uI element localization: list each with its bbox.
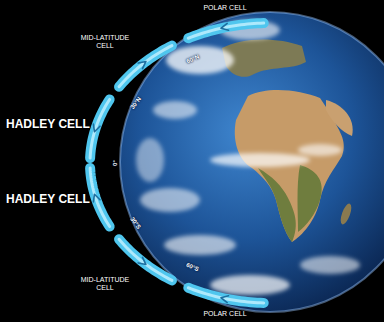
cell-band (119, 239, 172, 280)
cell-name: HADLEY CELL (6, 193, 90, 206)
cell-arc (90, 99, 110, 158)
cell-arc (119, 46, 172, 87)
cell-label: HADLEY CELL (6, 193, 90, 206)
arabia (326, 100, 353, 136)
cell-highlight (90, 168, 110, 227)
flow-arrow (138, 257, 146, 264)
cell-label: MID-LATITUDE CELL (74, 276, 136, 291)
cell-label: POLAR CELL (203, 4, 246, 12)
flow-arrow (221, 296, 229, 303)
cell-band (188, 288, 263, 303)
flow-arrow (93, 124, 100, 132)
cell-highlight (188, 288, 263, 303)
atmosphere-rim (120, 12, 384, 312)
cell-highlight (119, 46, 172, 87)
flow-arrow (221, 23, 229, 30)
flow-arrow (138, 62, 146, 69)
cell-band (188, 23, 263, 38)
cell-highlight (90, 99, 110, 158)
cell-caption: POLAR CELL (203, 310, 246, 318)
cell-label: HADLEY CELL (6, 118, 90, 131)
cell-label: MID-LATITUDE CELL (74, 34, 136, 49)
cell-caption: POLAR CELL (203, 4, 246, 12)
cell-highlight (188, 23, 263, 38)
cell-arc (188, 288, 263, 303)
cell-label: POLAR CELL (203, 310, 246, 318)
europe (222, 39, 306, 76)
cell-arc (119, 239, 172, 280)
cell-band (119, 46, 172, 87)
cell-caption: MID-LATITUDE CELL (74, 34, 136, 49)
cell-arc (188, 23, 263, 38)
globe (120, 12, 384, 312)
latitude-label: 0° (112, 160, 118, 166)
cell-name: HADLEY CELL (6, 118, 90, 131)
flow-arrow (93, 194, 100, 202)
cell-highlight (119, 239, 172, 280)
cell-band (90, 99, 110, 158)
africa-vegetation (258, 165, 322, 242)
clouds (136, 20, 360, 295)
cell-arc (90, 168, 110, 227)
cell-band (90, 168, 110, 227)
madagascar (338, 202, 353, 225)
cell-caption: MID-LATITUDE CELL (74, 276, 136, 291)
